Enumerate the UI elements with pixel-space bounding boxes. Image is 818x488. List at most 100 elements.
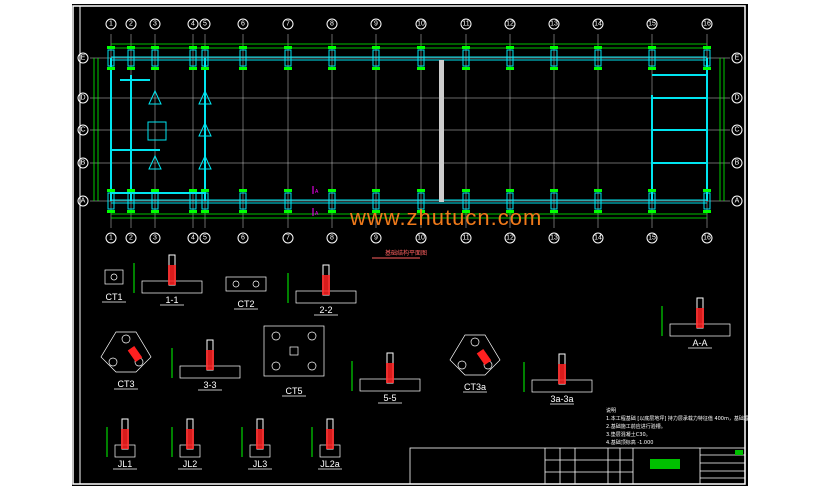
dimension-tag <box>594 210 602 213</box>
detail-label: JL3 <box>253 459 268 469</box>
axis-bubble <box>592 232 604 244</box>
dimension-tag <box>328 46 336 49</box>
axis-bubble <box>187 232 199 244</box>
axis-bubble <box>460 18 472 30</box>
dimension-tag <box>648 46 656 49</box>
dimension-tag <box>201 189 209 192</box>
dimension-tag <box>127 67 135 70</box>
detail-3-3: 3-3 <box>171 339 241 391</box>
dimension-tag <box>284 210 292 213</box>
dimension-tag <box>127 189 135 192</box>
detail-jl2: JL2 <box>171 418 202 470</box>
dimension-tag <box>201 67 209 70</box>
detail-label: JL2a <box>320 459 340 469</box>
triangular-pile-cap <box>198 121 212 137</box>
axis-label-8: 8 <box>330 21 334 28</box>
axis-label-E: E <box>81 55 86 62</box>
pile-cap <box>462 192 470 210</box>
axis-bubble <box>77 195 89 207</box>
axis-bubble <box>504 18 516 30</box>
axis-bubble <box>149 232 161 244</box>
pile-cap <box>284 192 292 210</box>
detail-label: CT2 <box>237 299 254 309</box>
dimension-tag <box>201 210 209 213</box>
axis-label-B: B <box>81 160 86 167</box>
dimension-tag <box>284 46 292 49</box>
dimension-tag <box>462 189 470 192</box>
axis-label-6: 6 <box>241 235 245 242</box>
dimension-tag <box>239 189 247 192</box>
dimension-tag <box>239 67 247 70</box>
detail-3a-3a: 3a-3a <box>523 353 593 405</box>
dimension-tag <box>417 210 425 213</box>
axis-label-4: 4 <box>191 21 195 28</box>
axis-bubble <box>77 92 89 104</box>
dimension-tag <box>648 210 656 213</box>
dimension-tag <box>189 67 197 70</box>
drawing-background <box>72 4 748 486</box>
dimension-tag <box>594 189 602 192</box>
pile-cap <box>189 192 197 210</box>
dimension-tag <box>648 189 656 192</box>
axis-bubble <box>326 232 338 244</box>
pile-cap <box>506 192 514 210</box>
dimension-tag <box>189 210 197 213</box>
dimension-tag <box>239 210 247 213</box>
pile-cap <box>372 49 380 67</box>
rebar-hatch <box>476 348 492 366</box>
pile-circle <box>121 334 131 344</box>
axis-label-15: 15 <box>648 21 656 28</box>
dimension-tag <box>550 189 558 192</box>
pile-cap <box>328 192 336 210</box>
detail-ct2: CT2 <box>225 276 267 310</box>
axis-bubble <box>701 18 713 30</box>
dimension-tag <box>462 46 470 49</box>
pile-circle <box>271 361 281 371</box>
cap-outline <box>225 276 267 292</box>
dimension-tag <box>328 210 336 213</box>
note-3: 3.垫层混凝土C30。 <box>606 431 651 438</box>
dimension-tag <box>328 189 336 192</box>
pile-cap <box>127 192 135 210</box>
pile-cap <box>151 192 159 210</box>
pile-cap <box>417 192 425 210</box>
pile-circle <box>232 280 240 288</box>
dimension-tag <box>107 210 115 213</box>
detail-label: 2-2 <box>319 305 332 315</box>
axis-label-16: 16 <box>703 235 711 242</box>
cap-outline <box>449 334 501 376</box>
axis-label-11: 11 <box>462 21 469 28</box>
dimension-tag <box>201 46 209 49</box>
pile-cap <box>506 49 514 67</box>
axis-bubble <box>548 18 560 30</box>
detail-label: CT3a <box>464 382 486 392</box>
detail-ct3: CT3 <box>100 331 152 390</box>
axis-bubble <box>731 52 743 64</box>
dimension-tag <box>417 189 425 192</box>
axis-bubble <box>105 232 117 244</box>
axis-bubble <box>592 18 604 30</box>
dimension-tag <box>594 67 602 70</box>
axis-bubble <box>415 232 427 244</box>
dimension-tag <box>462 67 470 70</box>
axis-bubble <box>237 18 249 30</box>
dimension-tag <box>462 210 470 213</box>
dimension-tag <box>189 46 197 49</box>
detail-jl3: JL3 <box>241 418 272 470</box>
rebar-hatch <box>127 345 143 363</box>
axis-bubble <box>646 232 658 244</box>
detail-label: JL1 <box>118 459 133 469</box>
pile-cap <box>648 49 656 67</box>
dimension-tag <box>328 67 336 70</box>
axis-label-6: 6 <box>241 21 245 28</box>
dimension-tag <box>151 189 159 192</box>
pile-cap <box>107 192 115 210</box>
detail-ct5: CT5 <box>263 325 325 397</box>
pile-cap <box>594 49 602 67</box>
rebar-hatch <box>256 429 264 449</box>
pile-cap <box>127 49 135 67</box>
dimension-tag <box>506 46 514 49</box>
axis-label-C: C <box>80 127 85 134</box>
